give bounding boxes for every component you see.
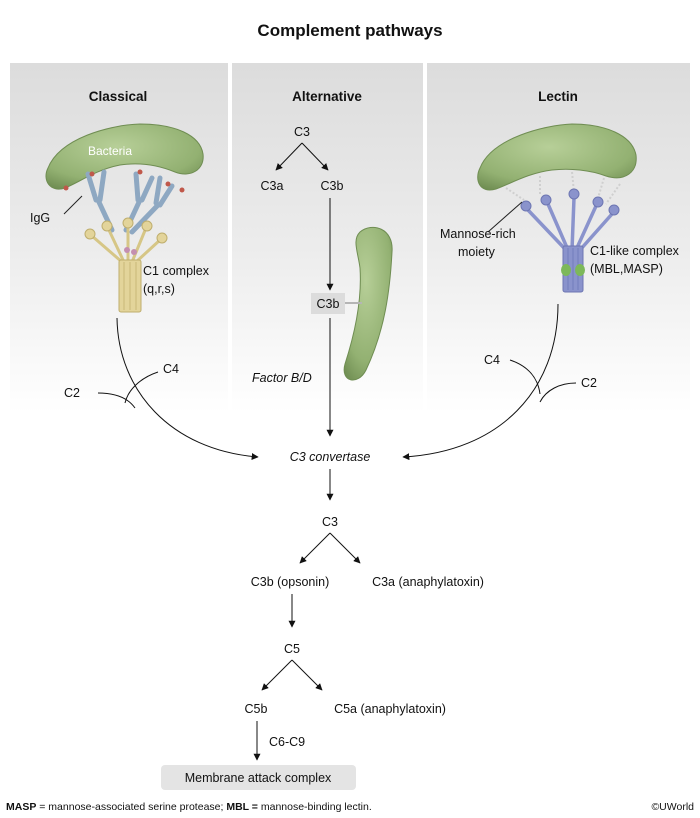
c3a-anaphylatoxin-label: C3a (anaphylatoxin)	[372, 575, 484, 589]
c1-complex-label-line2: (q,r,s)	[143, 282, 175, 296]
c5a-anaphylatoxin-label: C5a (anaphylatoxin)	[334, 702, 446, 716]
alt-c3a-label: C3a	[261, 179, 284, 193]
classical-bacteria-label: Bacteria	[88, 144, 132, 158]
footnote-masp-def: = mannose-associated serine protease;	[36, 801, 226, 813]
mannose-label-line1: Mannose-rich	[440, 227, 516, 241]
footnote-masp-abbr: MASP	[6, 801, 36, 813]
alternative-panel	[232, 63, 423, 413]
mbl-complex-illustration	[520, 188, 620, 293]
common-c3-label: C3	[322, 515, 338, 529]
lectin-bacteria-illustration	[477, 123, 637, 191]
c3-split-right	[329, 532, 361, 564]
c3-convertase-label: C3 convertase	[290, 450, 371, 464]
c1-like-label-line1: C1-like complex	[590, 244, 680, 258]
c5-label: C5	[284, 642, 300, 656]
c5-split-left	[261, 659, 293, 691]
copyright: ©UWorld	[651, 801, 694, 813]
lectin-c4-label: C4	[484, 353, 500, 367]
mannose-pointer-line	[487, 201, 523, 233]
igg-pointer-line	[63, 195, 83, 215]
c5b-label: C5b	[245, 702, 268, 716]
c5-split-right	[291, 659, 323, 691]
classical-header: Classical	[89, 89, 148, 104]
alt-c3-split-right	[301, 142, 329, 171]
c3b-opsonin-label: C3b (opsonin)	[251, 575, 330, 589]
alt-c3b-bound-box	[311, 293, 345, 314]
classical-arrow	[116, 317, 259, 460]
igg-binding-sites	[63, 169, 185, 193]
lectin-c4-curve	[509, 359, 541, 395]
c1-complex-illustration	[84, 217, 168, 313]
lectin-arrow	[402, 303, 559, 461]
page-title: Complement pathways	[257, 21, 442, 40]
footnote-mbl-abbr: MBL =	[226, 801, 258, 813]
classical-c2-label: C2	[64, 386, 80, 400]
alt-c3-split-left	[275, 142, 303, 171]
alternative-header: Alternative	[292, 89, 362, 104]
alt-factor-label: Factor B/D	[252, 371, 312, 385]
classical-c2-curve	[97, 392, 136, 409]
c6-c9-label: C6-C9	[269, 735, 305, 749]
mac-box	[161, 765, 356, 790]
c1-complex-label-line1: C1 complex	[143, 264, 210, 278]
alt-c3b-label: C3b	[321, 179, 344, 193]
alt-c3b-bound-label: C3b	[317, 297, 340, 311]
lectin-header: Lectin	[538, 89, 578, 104]
c1-like-label-line2: (MBL,MASP)	[590, 262, 663, 276]
lectin-c2-curve	[539, 382, 577, 403]
lectin-c2-label: C2	[581, 376, 597, 390]
alt-bacteria-illustration	[343, 227, 393, 381]
igg-label: IgG	[30, 211, 50, 225]
mac-label: Membrane attack complex	[185, 771, 332, 785]
alt-c3-label: C3	[294, 125, 310, 139]
mannose-label-line2: moiety	[458, 245, 496, 259]
classical-c4-label: C4	[163, 362, 179, 376]
classical-panel	[10, 63, 228, 413]
footnote: MASP = mannose-associated serine proteas…	[6, 801, 372, 813]
lectin-panel	[427, 63, 690, 413]
footnote-mbl-def: mannose-binding lectin.	[258, 801, 372, 813]
c3-split-left	[299, 532, 331, 564]
